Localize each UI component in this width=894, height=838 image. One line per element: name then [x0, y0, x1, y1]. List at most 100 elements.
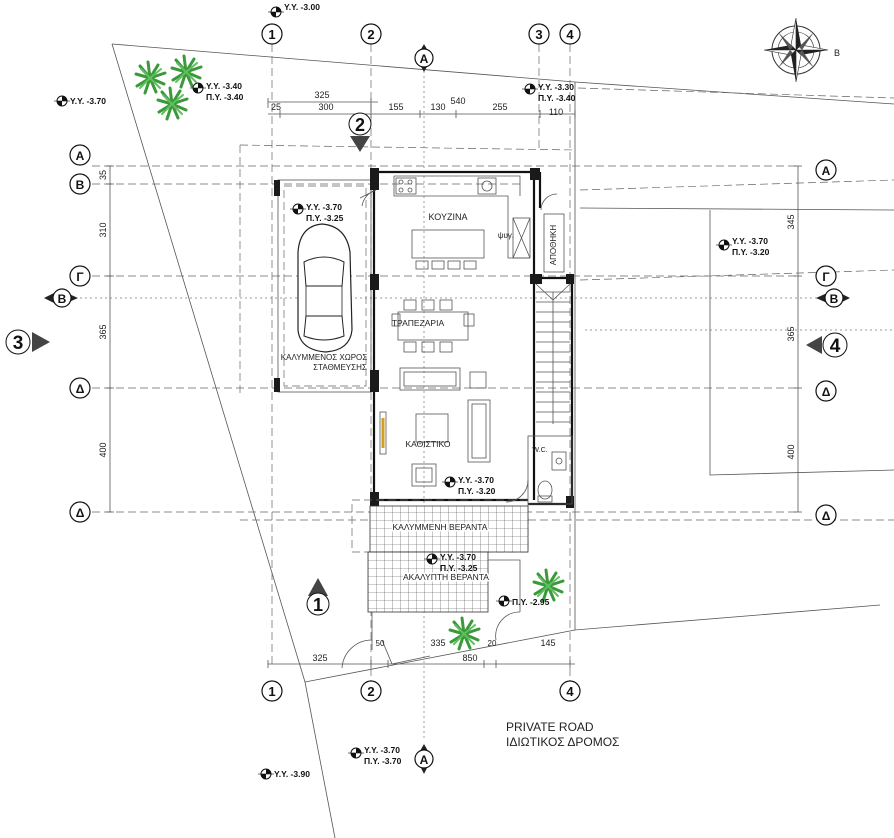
- room-living: ΚΑΘΙΣΤΙΚΟ: [406, 439, 451, 449]
- site-boundary: [111, 43, 894, 838]
- room-dining: ΤΡΑΠΕΖΑΡΙΑ: [392, 318, 445, 328]
- axis-delta-right: Δ: [822, 385, 831, 399]
- grid-bubbles-top: 1 2 3 4: [261, 23, 581, 45]
- grid-bubbles-bottom: 1 2 4: [261, 680, 581, 702]
- grid-bubbles-left: Α Β Γ Δ Δ: [69, 144, 91, 523]
- dim-top-110: 110: [549, 107, 563, 117]
- level-tr-y: Υ.Υ. -3.30: [538, 82, 574, 92]
- dim-bottom-20: 20: [488, 639, 497, 648]
- axis-gamma-right: Γ: [822, 270, 830, 284]
- dim-bottom-335: 335: [430, 638, 445, 648]
- dim-top-25: 25: [271, 102, 281, 112]
- axis-2-top: 2: [367, 27, 374, 42]
- dim-top-300: 300: [318, 102, 333, 112]
- kitchen: [393, 175, 565, 273]
- axis-delta2-left: Δ: [76, 506, 85, 520]
- room-covered-veranda: ΚΑΛΥΜΜΕΝΗ ΒΕΡΑΝΤΑ: [393, 522, 488, 532]
- level-right-p: Π.Υ. -3.20: [732, 247, 770, 257]
- dimension-lines: [106, 98, 802, 668]
- dim-top-155: 155: [388, 102, 403, 112]
- dim-bottom-50: 50: [376, 639, 385, 648]
- level-tl-y: Υ.Υ. -3.40: [206, 81, 242, 91]
- axis-3-top: 3: [535, 27, 542, 42]
- elevation-1: 1: [313, 595, 323, 615]
- room-open-veranda: ΑΚΑΛΥΠΤΗ ΒΕΡΑΝΤΑ: [403, 572, 489, 582]
- road-label-en: PRIVATE ROAD: [506, 720, 594, 734]
- axis-1-top: 1: [268, 27, 275, 42]
- room-labels: ΚΟΥΖΙΝΑ ΑΠΟΘΗΚΗ ψυγ. ΤΡΑΠΕΖΑΡΙΑ ΚΑΘΙΣΤΙΚ…: [281, 212, 558, 584]
- dim-top-255: 255: [492, 102, 507, 112]
- elevation-3: 3: [13, 333, 24, 354]
- level-top: Υ.Υ. -3.00: [284, 2, 320, 12]
- dim-right-345: 345: [786, 214, 796, 229]
- room-fridge: ψυγ.: [498, 231, 514, 240]
- axis-delta2-right: Δ: [822, 509, 831, 523]
- covered-parking: [274, 179, 372, 393]
- axis-alpha-right: Α: [822, 164, 831, 178]
- elevation-4: 4: [830, 336, 841, 357]
- section-a-bottom: A: [420, 753, 429, 767]
- room-wc: W.C.: [532, 447, 547, 454]
- wc-room: [527, 435, 573, 505]
- dim-left-35: 35: [98, 170, 108, 180]
- north-label: Β: [834, 48, 840, 58]
- dim-right-365: 365: [786, 326, 796, 341]
- level-parking-y: Υ.Υ. -3.70: [306, 202, 342, 212]
- level-living-p: Π.Υ. -3.20: [458, 486, 496, 496]
- dim-left-365: 365: [98, 324, 108, 339]
- axis-2-bottom: 2: [367, 684, 374, 699]
- plant-icon: [134, 60, 167, 95]
- section-b-right: B: [830, 292, 839, 306]
- dim-bottom-325: 325: [312, 653, 327, 663]
- north-compass-icon: Β: [763, 17, 840, 83]
- axis-gamma-left: Γ: [76, 270, 84, 284]
- dim-top-325: 325: [314, 90, 329, 100]
- level-icon: [715, 239, 733, 251]
- level-markers: Υ.Υ. -3.00 Υ.Υ. -3.40 Π.Υ. -3.40 Υ.Υ. -3…: [53, 2, 770, 780]
- dim-left-310: 310: [98, 222, 108, 237]
- road-label: PRIVATE ROAD ΙΔΙΩΤΙΚΟΣ ΔΡΟΜΟΣ: [506, 720, 619, 749]
- staircase: [535, 283, 571, 424]
- plant-icon: [156, 86, 189, 121]
- level-icon: [53, 95, 71, 107]
- axis-4-top: 4: [566, 27, 574, 42]
- axis-4-bottom: 4: [566, 684, 574, 699]
- level-tr-p: Π.Υ. -3.40: [538, 93, 576, 103]
- dim-left-400: 400: [98, 442, 108, 457]
- level-tl-p: Π.Υ. -3.40: [206, 92, 244, 102]
- axis-beta-left: Β: [76, 178, 85, 192]
- level-living-y: Υ.Υ. -3.70: [458, 475, 494, 485]
- plant-icon: [170, 54, 203, 89]
- plant-icon: [448, 616, 481, 651]
- level-garden-p: Π.Υ. -2.95: [512, 597, 550, 607]
- level-icon: [347, 747, 365, 759]
- section-markers: A A B B 2 3 4 1: [5, 44, 850, 774]
- dim-right-400: 400: [786, 444, 796, 459]
- level-veranda-p: Π.Υ. -3.25: [440, 563, 478, 573]
- level-bottom-p: Π.Υ. -3.70: [364, 756, 402, 766]
- level-parking-p: Π.Υ. -3.25: [306, 213, 344, 223]
- grid-bubbles-right: Α Γ Δ Δ: [815, 159, 837, 526]
- road-label-gr: ΙΔΙΩΤΙΚΟΣ ΔΡΟΜΟΣ: [506, 735, 619, 749]
- elevation-2: 2: [355, 115, 365, 135]
- level-left-y: Υ.Υ. -3.70: [70, 96, 106, 106]
- level-bottom-y: Υ.Υ. -3.70: [364, 745, 400, 755]
- level-right-y: Υ.Υ. -3.70: [732, 236, 768, 246]
- room-kitchen: ΚΟΥΖΙΝΑ: [429, 212, 468, 222]
- room-parking-line2: ΣΤΑΘΜΕΥΣΗΣ: [313, 363, 367, 372]
- level-veranda-y: Υ.Υ. -3.70: [440, 552, 476, 562]
- axis-1-bottom: 1: [268, 684, 275, 699]
- grid-lines: [80, 44, 830, 740]
- dimension-texts: 325 540 25 300 155 130 255 110 35 310 36…: [98, 90, 796, 663]
- room-storage: ΑΠΟΘΗΚΗ: [549, 225, 558, 266]
- axis-delta-left: Δ: [76, 382, 85, 396]
- room-parking-line1: ΚΑΛΥΜΜΕΝΟΣ ΧΩΡΟΣ: [281, 353, 367, 362]
- dining-area: [391, 299, 475, 353]
- section-b-left: B: [58, 292, 67, 306]
- axis-alpha-left: Α: [76, 149, 85, 163]
- level-icon: [495, 595, 513, 607]
- level-icon: [441, 476, 459, 488]
- section-a-top: A: [420, 52, 429, 66]
- level-icon: [257, 768, 275, 780]
